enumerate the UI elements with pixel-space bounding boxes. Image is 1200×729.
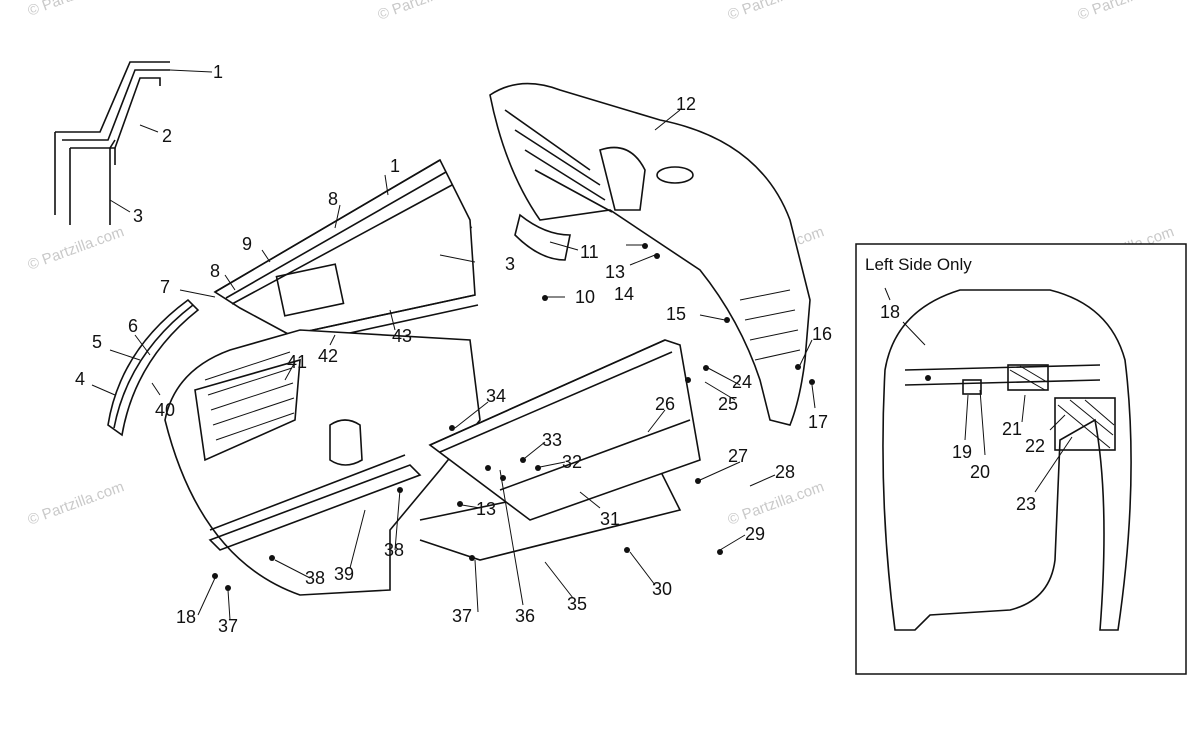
watermark-left-low: © Partzilla.com bbox=[26, 478, 127, 529]
callout-31: 31 bbox=[600, 509, 620, 529]
callout-40: 40 bbox=[155, 400, 175, 420]
callout-41: 41 bbox=[287, 352, 307, 372]
callout-38-upper: 38 bbox=[384, 540, 404, 560]
callout-11: 11 bbox=[580, 242, 599, 262]
watermark-mid-low: © Partzilla.com bbox=[726, 478, 827, 529]
callout-27: 27 bbox=[728, 446, 748, 466]
part-hood bbox=[489, 82, 811, 426]
callout-10: 10 bbox=[575, 287, 595, 307]
callout-30: 30 bbox=[652, 579, 672, 599]
callout-8-top: 8 bbox=[328, 189, 338, 209]
watermark-top-left: © Partzilla.com bbox=[26, 0, 127, 20]
callout-28: 28 bbox=[775, 462, 795, 482]
callout-32: 32 bbox=[562, 452, 582, 472]
part-upper-side-panel bbox=[213, 158, 479, 346]
inset-title: Left Side Only bbox=[865, 255, 972, 274]
callout-7: 7 bbox=[160, 277, 170, 297]
callout-39: 39 bbox=[334, 564, 354, 584]
callout-labels: 1 2 3 1 8 9 3 8 7 43 42 41 6 5 4 40 12 1… bbox=[75, 62, 832, 636]
callout-1-top: 1 bbox=[213, 62, 223, 82]
part-lower-hood bbox=[164, 329, 682, 596]
callout-5: 5 bbox=[92, 332, 102, 352]
watermark-top-right: © Partzilla.com bbox=[726, 0, 827, 24]
watermark-left-mid: © Partzilla.com bbox=[26, 223, 127, 274]
callout-35: 35 bbox=[567, 594, 587, 614]
callout-24: 24 bbox=[732, 372, 752, 392]
inset-callout-21: 21 bbox=[1002, 419, 1022, 439]
callout-4: 4 bbox=[75, 369, 85, 389]
fasteners bbox=[212, 243, 815, 591]
callout-25: 25 bbox=[718, 394, 738, 414]
callout-12: 12 bbox=[676, 94, 696, 114]
callout-8-left: 8 bbox=[210, 261, 220, 281]
callout-43: 43 bbox=[392, 326, 412, 346]
callout-2: 2 bbox=[162, 126, 172, 146]
callout-3-detail: 3 bbox=[133, 206, 143, 226]
callout-26: 26 bbox=[655, 394, 675, 414]
inset-callout-18: 18 bbox=[880, 302, 900, 322]
inset-callout-22: 22 bbox=[1025, 436, 1045, 456]
callout-29: 29 bbox=[745, 524, 765, 544]
callout-9: 9 bbox=[242, 234, 252, 254]
part-trim-strip bbox=[107, 298, 200, 437]
callout-1-panel: 1 bbox=[390, 156, 400, 176]
callout-3-panel: 3 bbox=[505, 254, 515, 274]
inset-callout-20: 20 bbox=[970, 462, 990, 482]
inset-callout-23: 23 bbox=[1016, 494, 1036, 514]
callout-18-main: 18 bbox=[176, 607, 196, 627]
callout-13-bottom: 13 bbox=[476, 499, 496, 519]
callout-16: 16 bbox=[812, 324, 832, 344]
callout-17: 17 bbox=[808, 412, 828, 432]
callout-33: 33 bbox=[542, 430, 562, 450]
callout-42: 42 bbox=[318, 346, 338, 366]
callout-13-top: 13 bbox=[605, 262, 625, 282]
callout-36: 36 bbox=[515, 606, 535, 626]
inset-left-side-only: Left Side Only 18 19 20 21 22 23 bbox=[855, 243, 1187, 675]
watermark-top-far-right: © Partzilla.com bbox=[1076, 0, 1177, 24]
callout-14: 14 bbox=[614, 284, 634, 304]
callout-37-mid: 37 bbox=[452, 606, 472, 626]
leader-lines bbox=[91, 69, 816, 621]
callout-6: 6 bbox=[128, 316, 138, 336]
callout-34: 34 bbox=[486, 386, 506, 406]
callout-37-left: 37 bbox=[218, 616, 238, 636]
callout-38-lower: 38 bbox=[305, 568, 325, 588]
watermark-top-mid: © Partzilla.com bbox=[376, 0, 477, 24]
callout-15: 15 bbox=[666, 304, 686, 324]
inset-callout-19: 19 bbox=[952, 442, 972, 462]
detail-trim-section bbox=[54, 61, 170, 225]
part-side-panel-right bbox=[428, 339, 701, 521]
